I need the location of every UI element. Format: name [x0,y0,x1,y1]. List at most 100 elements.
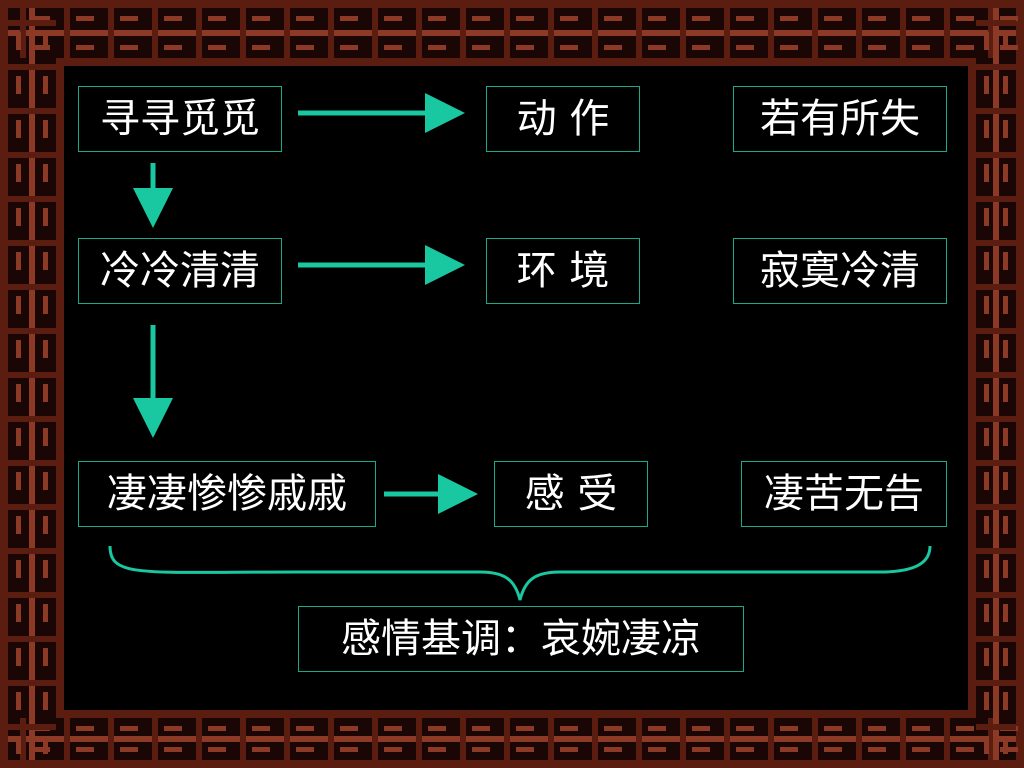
frame-band-slat [43,120,48,138]
frame-band-slat [16,560,21,578]
frame-band-post [976,680,1016,686]
frame-band-slat [736,747,754,752]
content-panel [64,66,968,710]
frame-band-post [856,8,862,58]
frame-band-slat [1003,76,1008,94]
frame-band-post [976,284,1016,290]
frame-band-slat [296,45,314,50]
frame-band-slat [384,747,402,752]
frame-band-slat [912,747,930,752]
frame-band-slat [296,726,314,731]
frame-band-slat [43,340,48,358]
meaning-box-3: 凄苦无告 [741,461,947,527]
frame-band-slat [824,45,842,50]
frame-band-slat [16,76,21,94]
frame-band-slat [252,747,270,752]
frame-band-slat [472,726,490,731]
frame-band-slat [912,16,930,21]
frame-band-slat [120,16,138,21]
frame-band-slat [780,45,798,50]
frame-band-slat [43,384,48,402]
frame-band-post [976,152,1016,158]
frame-rail-right [1016,0,1024,768]
frame-band-post [64,8,70,58]
frame-band-slat [340,726,358,731]
term-text-3: 凄凄惨惨戚戚 [107,471,347,517]
frame-band-post [724,718,730,760]
frame-inner-rail-bottom [56,710,976,718]
frame-band-slat [560,747,578,752]
term-text-1: 寻寻觅觅 [100,96,260,142]
frame-band-slat [208,726,226,731]
frame-band-slat [956,16,974,21]
frame-band-slat [43,604,48,622]
frame-band-slat [868,45,886,50]
frame-band-post [724,8,730,58]
frame-inner-rail-left [56,58,64,718]
frame-band-slat [956,726,974,731]
frame-band-post [240,718,246,760]
frame-band-slat [43,648,48,666]
frame-band-post [976,592,1016,598]
frame-band-post [8,504,56,510]
frame-band-slat [560,16,578,21]
frame-band-slat [164,747,182,752]
frame-band-slat [384,45,402,50]
frame-band-slat [956,747,974,752]
frame-band-slat [428,747,446,752]
frame-band-slat [16,692,21,710]
frame-band-post [636,718,642,760]
frame-band-post [196,718,202,760]
frame-band-slat [984,516,989,534]
frame-band-post [284,8,290,58]
frame-band-slat [76,747,94,752]
frame-band-post [988,8,994,58]
frame-band-slat [604,45,622,50]
frame-band-slat [16,120,21,138]
frame-band-slat [604,726,622,731]
frame-band-post [976,724,1016,730]
frame-band-slat [780,726,798,731]
frame-band-slat [1003,32,1008,50]
frame-band-post [328,718,334,760]
frame-band-slat [1000,16,1018,21]
term-box-2: 冷冷清清 [78,238,282,304]
frame-band-slat [1003,472,1008,490]
frame-band-slat [32,45,50,50]
frame-band-post [20,718,26,760]
frame-band-bar [8,30,1016,36]
frame-band-slat [16,604,21,622]
frame-band-post [8,680,56,686]
frame-band-slat [692,747,710,752]
frame-band-post [8,240,56,246]
category-box-3: 感 受 [494,461,648,527]
frame-band-slat [956,45,974,50]
frame-band-slat [43,736,48,754]
frame-band-slat [252,16,270,21]
frame-band-slat [16,472,21,490]
frame-band-slat [76,45,94,50]
frame-band-slat [120,747,138,752]
frame-band-slat [472,45,490,50]
frame-band-slat [16,296,21,314]
frame-band-slat [208,16,226,21]
frame-band-slat [692,45,710,50]
frame-band-slat [984,384,989,402]
frame-band-post [768,8,774,58]
frame-band-post [636,8,642,58]
meaning-box-1: 若有所失 [733,86,947,152]
frame-band-slat [984,604,989,622]
frame-band-post [284,718,290,760]
frame-band-slat [984,736,989,754]
meaning-box-2: 寂寞冷清 [733,238,947,304]
frame-band-slat [252,45,270,50]
frame-band-post [976,636,1016,642]
frame-band-post [548,718,554,760]
frame-band-post [976,328,1016,334]
frame-band-slat [472,747,490,752]
frame-band-slat [1003,428,1008,446]
term-box-3: 凄凄惨惨戚戚 [78,461,376,527]
frame-band-slat [43,560,48,578]
frame-band-post [20,8,26,58]
frame-band-post [976,372,1016,378]
